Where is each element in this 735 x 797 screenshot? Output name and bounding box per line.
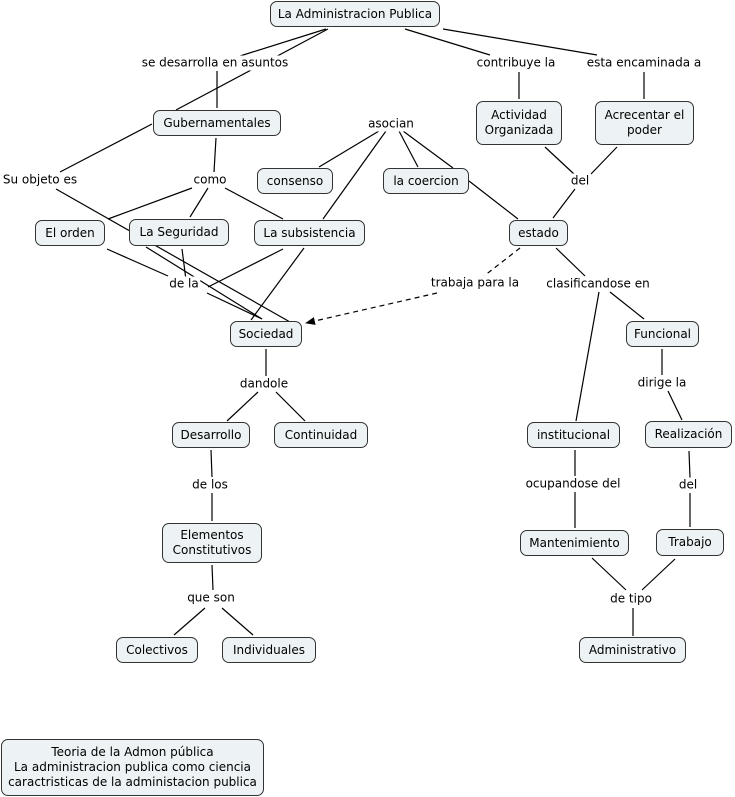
concept-sociedad[interactable]: Sociedad <box>230 321 302 347</box>
concept-la-seguridad[interactable]: La Seguridad <box>129 219 229 246</box>
concept-acrecentar-el-poder[interactable]: Acrecentar el poder <box>595 101 694 145</box>
connector-gubernamentales-su-objeto <box>59 123 153 173</box>
concept-la-coercion[interactable]: la coercion <box>383 168 469 194</box>
connector-asocian-consenso <box>318 130 380 168</box>
concept-institucional[interactable]: institucional <box>527 422 620 448</box>
connector-dandole-continuidad <box>275 391 306 422</box>
connector-admin-encaminada <box>442 28 598 56</box>
connector-gubernamentales-como <box>213 137 217 173</box>
phrase-dandole: dandole <box>238 376 290 392</box>
phrase-contribuye-la: contribuye la <box>475 55 557 71</box>
connector-como-la-seguridad <box>189 187 209 218</box>
concept-administrativo[interactable]: Administrativo <box>579 637 686 663</box>
connector-que-son-individuales <box>221 607 254 636</box>
phrase-como: como <box>192 172 228 188</box>
concept-desarrollo[interactable]: Desarrollo <box>172 422 250 448</box>
connector-estado-clasificandose <box>555 247 586 277</box>
concept-elementos-constitutivos[interactable]: Elementos Constitutivos <box>162 523 262 563</box>
connector-que-son-colectivos <box>173 607 206 636</box>
connector-admin-se-desarrolla <box>239 28 327 57</box>
phrase-trabaja-para-la: trabaja para la <box>429 275 521 291</box>
phrase-de-la: de la <box>168 276 200 292</box>
concept-continuidad[interactable]: Continuidad <box>274 422 368 448</box>
phrase-que-son: que son <box>186 590 236 606</box>
connector-elementos-que-son <box>211 564 214 591</box>
connector-su-objeto-sociedad <box>55 188 291 323</box>
connector-estado-trabaja-dashed <box>483 247 521 277</box>
concept-footer-note[interactable]: Teoria de la Admon pública La administra… <box>1 739 264 796</box>
connector-de-la-sociedad <box>206 292 263 320</box>
phrase-del-estado: del <box>569 173 591 189</box>
phrase-clasificandose-en: clasificandose en <box>545 276 651 292</box>
phrase-de-tipo: de tipo <box>609 591 653 607</box>
connector-acrecentar-del <box>590 146 618 175</box>
concept-actividad-organizada[interactable]: Actividad Organizada <box>476 101 562 145</box>
connector-admin-contribuye <box>404 28 491 56</box>
concept-trabajo[interactable]: Trabajo <box>656 529 724 556</box>
phrase-ocupandose-del: ocupandose del <box>524 476 622 492</box>
connector-realizacion-del <box>688 450 691 479</box>
concept-funcional[interactable]: Funcional <box>626 321 699 347</box>
connector-la-subsistencia-sociedad <box>250 247 305 321</box>
phrase-de-los: de los <box>191 477 229 493</box>
connector-desarrollo-de-los <box>210 449 213 478</box>
connector-del-estado <box>552 188 576 219</box>
phrase-asocian: asocian <box>367 116 415 132</box>
connector-dandole-desarrollo <box>226 391 259 422</box>
connector-la-coercion-estado <box>468 180 519 220</box>
connector-dirige-realizacion <box>667 390 683 421</box>
connector-como-el-orden <box>107 187 193 220</box>
connector-asocian-la-subsistencia <box>322 130 387 220</box>
phrase-esta-encaminada-a: esta encaminada a <box>585 55 703 71</box>
phrase-se-desarrolla-en-asuntos: se desarrolla en asuntos <box>140 55 290 71</box>
concept-la-subsistencia[interactable]: La subsistencia <box>254 220 365 246</box>
phrase-del-trabajo: del <box>677 477 699 493</box>
phrase-dirige-la: dirige la <box>636 375 688 391</box>
concept-la-administracion-publica[interactable]: La Administracion Publica <box>270 1 440 27</box>
connector-trabaja-sociedad-arrow <box>305 292 438 325</box>
connector-clasificandose-institucional <box>575 291 600 422</box>
concept-consenso[interactable]: consenso <box>257 168 333 194</box>
phrase-su-objeto-es: Su objeto es <box>1 172 79 188</box>
connector-actividad-del <box>544 146 575 175</box>
concept-estado[interactable]: estado <box>509 220 568 246</box>
connector-clasificandose-funcional <box>609 291 645 320</box>
connector-la-subsistencia-de-la <box>207 248 284 288</box>
concept-gubernamentales[interactable]: Gubernamentales <box>153 110 281 136</box>
concept-individuales[interactable]: Individuales <box>222 637 316 663</box>
connector-el-orden-de-la <box>106 248 169 277</box>
connector-la-seguridad-sociedad <box>145 246 263 320</box>
concept-el-orden[interactable]: El orden <box>35 220 105 246</box>
concept-realizacion[interactable]: Realización <box>645 421 732 448</box>
connector-asocian-la-coercion-2 <box>402 130 454 169</box>
connector-como-la-subsistencia <box>224 187 284 220</box>
connector-trabajo-de-tipo <box>641 558 676 591</box>
concept-mantenimiento[interactable]: Mantenimiento <box>520 530 629 556</box>
connector-mantenimiento-de-tipo <box>591 557 627 591</box>
connector-la-seguridad-de-la <box>181 248 187 281</box>
connector-asocian-la-coercion <box>398 130 419 168</box>
concept-colectivos[interactable]: Colectivos <box>116 637 198 663</box>
